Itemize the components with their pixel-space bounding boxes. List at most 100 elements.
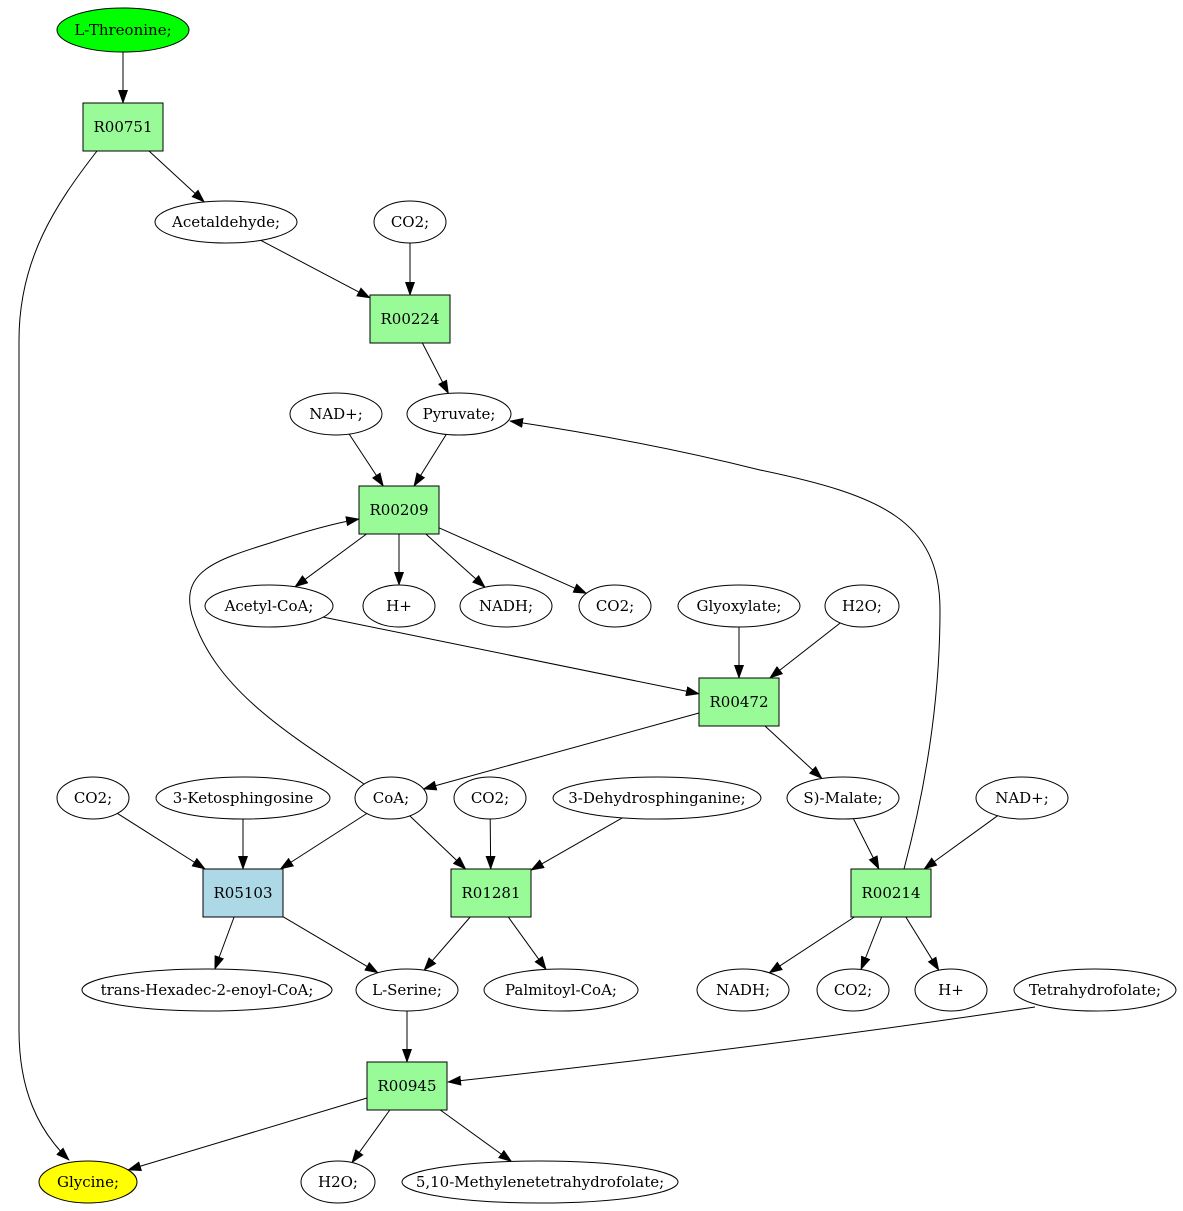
node-r00751[interactable]: R00751 xyxy=(82,102,164,152)
r00209-label: R00209 xyxy=(369,501,428,519)
h_plus_a-label: H+ xyxy=(386,597,412,615)
node-r01281[interactable]: R01281 xyxy=(450,868,532,918)
edge-r00224-to-pyruvate xyxy=(421,342,449,395)
r00224-label: R00224 xyxy=(380,310,439,328)
edges-layer xyxy=(18,52,1036,1171)
node-hexadecenoyl_coa[interactable]: trans-Hexadec-2-enoyl-CoA; xyxy=(81,968,333,1012)
node-r00472[interactable]: R00472 xyxy=(698,677,780,727)
node-r00224[interactable]: R00224 xyxy=(369,294,451,344)
edge-r00945-to-methylenethf xyxy=(440,1109,513,1163)
node-tetrahydrofolate[interactable]: Tetrahydrofolate; xyxy=(1013,968,1177,1012)
nad_a-label: NAD+; xyxy=(309,405,363,423)
r00214-box xyxy=(850,868,932,918)
palmitoyl_coa-label: Palmitoyl-CoA; xyxy=(505,981,617,999)
node-r00209[interactable]: R00209 xyxy=(358,485,440,535)
node-h2o_a[interactable]: H2O; xyxy=(824,584,900,628)
edge-r00214-to-co2_e xyxy=(860,916,883,971)
methylenethf-label: 5,10-Methylenetetrahydrofolate; xyxy=(416,1173,664,1191)
acetaldehyde-ellipse xyxy=(154,200,298,244)
edge-r00214-to-h_plus_b xyxy=(905,916,940,972)
r00945-label: R00945 xyxy=(377,1077,436,1095)
ketosphingosine-label: 3-Ketosphingosine xyxy=(173,789,314,807)
h2o_a-label: H2O; xyxy=(842,597,882,615)
glyoxylate-ellipse xyxy=(677,584,801,628)
node-acetaldehyde[interactable]: Acetaldehyde; xyxy=(154,200,298,244)
l_threonine-label: L-Threonine; xyxy=(74,21,171,39)
co2_c-ellipse xyxy=(56,776,130,820)
node-co2_e[interactable]: CO2; xyxy=(816,968,890,1012)
l_serine-label: L-Serine; xyxy=(372,981,442,999)
node-h_plus_a[interactable]: H+ xyxy=(362,584,436,628)
node-dehydrosphinganine[interactable]: 3-Dehydrosphinganine; xyxy=(552,776,762,820)
r00472-box xyxy=(698,677,780,727)
edge-r00209-to-co2_b xyxy=(438,527,588,594)
h2o_b-ellipse xyxy=(300,1160,376,1204)
pyruvate-ellipse xyxy=(406,392,512,436)
l_threonine-ellipse xyxy=(56,7,190,53)
co2_d-ellipse xyxy=(453,776,527,820)
nadh_b-label: NADH; xyxy=(716,981,770,999)
edge-acetyl_coa-to-r00472 xyxy=(323,616,700,697)
r05103-box xyxy=(202,868,284,918)
node-h_plus_b[interactable]: H+ xyxy=(914,968,988,1012)
edge-coa-to-r01281 xyxy=(409,815,467,870)
edge-r00209-to-acetyl_coa xyxy=(294,533,367,588)
edge-r05103-to-l_serine xyxy=(282,916,379,974)
r00472-label: R00472 xyxy=(709,693,768,711)
tetrahydrofolate-ellipse xyxy=(1013,968,1177,1012)
nadh_a-label: NADH; xyxy=(479,597,533,615)
coa-ellipse xyxy=(354,776,428,820)
hexadecenoyl_coa-label: trans-Hexadec-2-enoyl-CoA; xyxy=(101,981,314,999)
node-nad_a[interactable]: NAD+; xyxy=(289,392,383,436)
node-co2_d[interactable]: CO2; xyxy=(453,776,527,820)
node-l_serine[interactable]: L-Serine; xyxy=(355,968,459,1012)
node-glycine[interactable]: Glycine; xyxy=(38,1160,138,1204)
node-r05103[interactable]: R05103 xyxy=(202,868,284,918)
node-pyruvate[interactable]: Pyruvate; xyxy=(406,392,512,436)
l_serine-ellipse xyxy=(355,968,459,1012)
edge-acetaldehyde-to-r00224 xyxy=(260,239,371,299)
r00945-box xyxy=(366,1061,448,1111)
node-nadh_a[interactable]: NADH; xyxy=(459,584,553,628)
edge-r00472-to-s_malate xyxy=(764,725,823,780)
node-nad_b[interactable]: NAD+; xyxy=(975,776,1069,820)
edge-r00214-to-pyruvate xyxy=(509,417,941,870)
node-l_threonine[interactable]: L-Threonine; xyxy=(56,7,190,53)
node-methylenethf[interactable]: 5,10-Methylenetetrahydrofolate; xyxy=(401,1160,679,1204)
node-co2_c[interactable]: CO2; xyxy=(56,776,130,820)
s_malate-label: S)-Malate; xyxy=(803,789,882,807)
nadh_a-ellipse xyxy=(459,584,553,628)
r00214-label: R00214 xyxy=(861,884,920,902)
h_plus_a-ellipse xyxy=(362,584,436,628)
node-co2_b[interactable]: CO2; xyxy=(578,584,652,628)
co2_d-label: CO2; xyxy=(471,789,509,807)
edge-r00945-to-h2o_b xyxy=(351,1109,391,1164)
node-glyoxylate[interactable]: Glyoxylate; xyxy=(677,584,801,628)
co2_b-ellipse xyxy=(578,584,652,628)
node-co2_a[interactable]: CO2; xyxy=(373,200,447,244)
node-coa[interactable]: CoA; xyxy=(354,776,428,820)
tetrahydrofolate-label: Tetrahydrofolate; xyxy=(1029,981,1161,999)
node-palmitoyl_coa[interactable]: Palmitoyl-CoA; xyxy=(483,968,639,1012)
r00751-label: R00751 xyxy=(93,118,152,136)
node-h2o_b[interactable]: H2O; xyxy=(300,1160,376,1204)
node-acetyl_coa[interactable]: Acetyl-CoA; xyxy=(204,584,334,628)
edge-h2o_a-to-r00472 xyxy=(769,622,841,679)
r00751-box xyxy=(82,102,164,152)
edge-r05103-to-hexadecenoyl_coa xyxy=(214,916,235,970)
co2_b-label: CO2; xyxy=(596,597,634,615)
node-s_malate[interactable]: S)-Malate; xyxy=(786,776,900,820)
methylenethf-ellipse xyxy=(401,1160,679,1204)
edge-dehydrosphinganine-to-r01281 xyxy=(530,817,623,871)
h2o_b-label: H2O; xyxy=(318,1173,358,1191)
edge-r00751-to-glycine xyxy=(18,150,98,1161)
node-nadh_b[interactable]: NADH; xyxy=(696,968,790,1012)
co2_a-ellipse xyxy=(373,200,447,244)
acetyl_coa-ellipse xyxy=(204,584,334,628)
glycine-ellipse xyxy=(38,1160,138,1204)
node-r00945[interactable]: R00945 xyxy=(366,1061,448,1111)
edge-r01281-to-palmitoyl_coa xyxy=(507,916,547,971)
node-ketosphingosine[interactable]: 3-Ketosphingosine xyxy=(155,776,331,820)
node-r00214[interactable]: R00214 xyxy=(850,868,932,918)
